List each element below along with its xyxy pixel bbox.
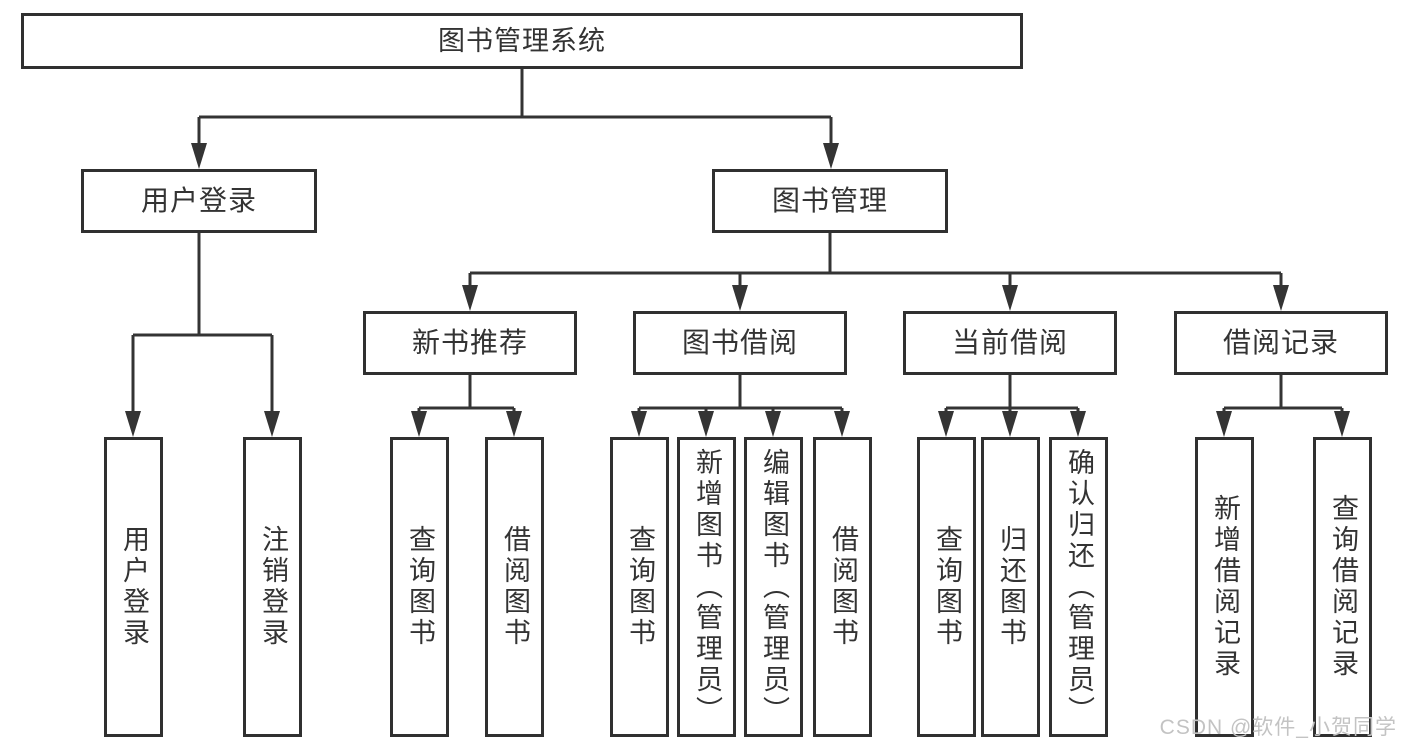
leaf-user-login: 用户登录: [104, 437, 163, 737]
leaf-current-return-books-label: 归还图书: [996, 525, 1026, 649]
leaf-borrow-add-books-admin-label: 新增图书（管理员）: [692, 447, 722, 727]
node-current-borrow: 当前借阅: [903, 311, 1117, 375]
node-new-book-recommend: 新书推荐: [363, 311, 577, 375]
arrowhead: [698, 411, 714, 437]
node-new-book-recommend-label: 新书推荐: [411, 327, 528, 358]
leaf-borrow-query-books: 查询图书: [610, 437, 669, 737]
arrowhead: [264, 411, 280, 437]
csdn-watermark: CSDN @软件_小贺同学: [1159, 716, 1397, 739]
arrowhead: [631, 411, 647, 437]
leaf-borrow-borrow-books: 借阅图书: [813, 437, 872, 737]
node-root-system-label: 图书管理系统: [438, 25, 606, 56]
arrowhead: [938, 411, 954, 437]
arrowhead: [732, 285, 748, 311]
leaf-current-query-books-label: 查询图书: [932, 525, 962, 649]
leaf-borrow-query-books-label: 查询图书: [625, 525, 655, 649]
leaf-current-return-books: 归还图书: [981, 437, 1040, 737]
arrowhead: [411, 411, 427, 437]
leaf-records-add-record-label: 新增借阅记录: [1210, 494, 1240, 680]
leaf-current-confirm-return-admin: 确认归还（管理员）: [1049, 437, 1108, 737]
arrowhead: [191, 143, 207, 169]
node-borrow-records-label: 借阅记录: [1222, 327, 1339, 358]
leaf-borrow-borrow-books-label: 借阅图书: [828, 525, 858, 649]
arrowhead: [125, 411, 141, 437]
leaf-borrow-edit-books-admin: 编辑图书（管理员）: [744, 437, 803, 737]
arrowhead: [1273, 285, 1289, 311]
arrowhead: [1002, 285, 1018, 311]
node-root-system: 图书管理系统: [21, 13, 1023, 69]
leaf-newbook-query-books-label: 查询图书: [405, 525, 435, 649]
node-borrow-records: 借阅记录: [1174, 311, 1388, 375]
arrowhead: [1216, 411, 1232, 437]
node-book-management: 图书管理: [712, 169, 948, 233]
leaf-logout: 注销登录: [243, 437, 302, 737]
arrowhead: [765, 411, 781, 437]
node-user-login-label: 用户登录: [140, 185, 257, 216]
leaf-borrow-add-books-admin: 新增图书（管理员）: [677, 437, 736, 737]
node-current-borrow-label: 当前借阅: [951, 327, 1068, 358]
node-book-management-label: 图书管理: [771, 185, 888, 216]
leaf-current-query-books: 查询图书: [917, 437, 976, 737]
arrowhead: [1070, 411, 1086, 437]
leaf-borrow-edit-books-admin-label: 编辑图书（管理员）: [759, 447, 789, 727]
leaf-user-login-label: 用户登录: [119, 525, 149, 649]
arrowhead: [462, 285, 478, 311]
leaf-current-confirm-return-admin-label: 确认归还（管理员）: [1064, 447, 1094, 727]
node-user-login: 用户登录: [81, 169, 317, 233]
leaf-records-query-record: 查询借阅记录: [1313, 437, 1372, 737]
arrowhead: [1002, 411, 1018, 437]
leaf-newbook-query-books: 查询图书: [390, 437, 449, 737]
leaf-records-add-record: 新增借阅记录: [1195, 437, 1254, 737]
node-book-borrow-label: 图书借阅: [681, 327, 798, 358]
leaf-newbook-borrow-books-label: 借阅图书: [500, 525, 530, 649]
arrowhead: [834, 411, 850, 437]
arrowhead: [823, 143, 839, 169]
arrowhead: [1334, 411, 1350, 437]
arrowhead: [506, 411, 522, 437]
node-book-borrow: 图书借阅: [633, 311, 847, 375]
leaf-records-query-record-label: 查询借阅记录: [1328, 494, 1358, 680]
leaf-newbook-borrow-books: 借阅图书: [485, 437, 544, 737]
leaf-logout-label: 注销登录: [258, 525, 288, 649]
